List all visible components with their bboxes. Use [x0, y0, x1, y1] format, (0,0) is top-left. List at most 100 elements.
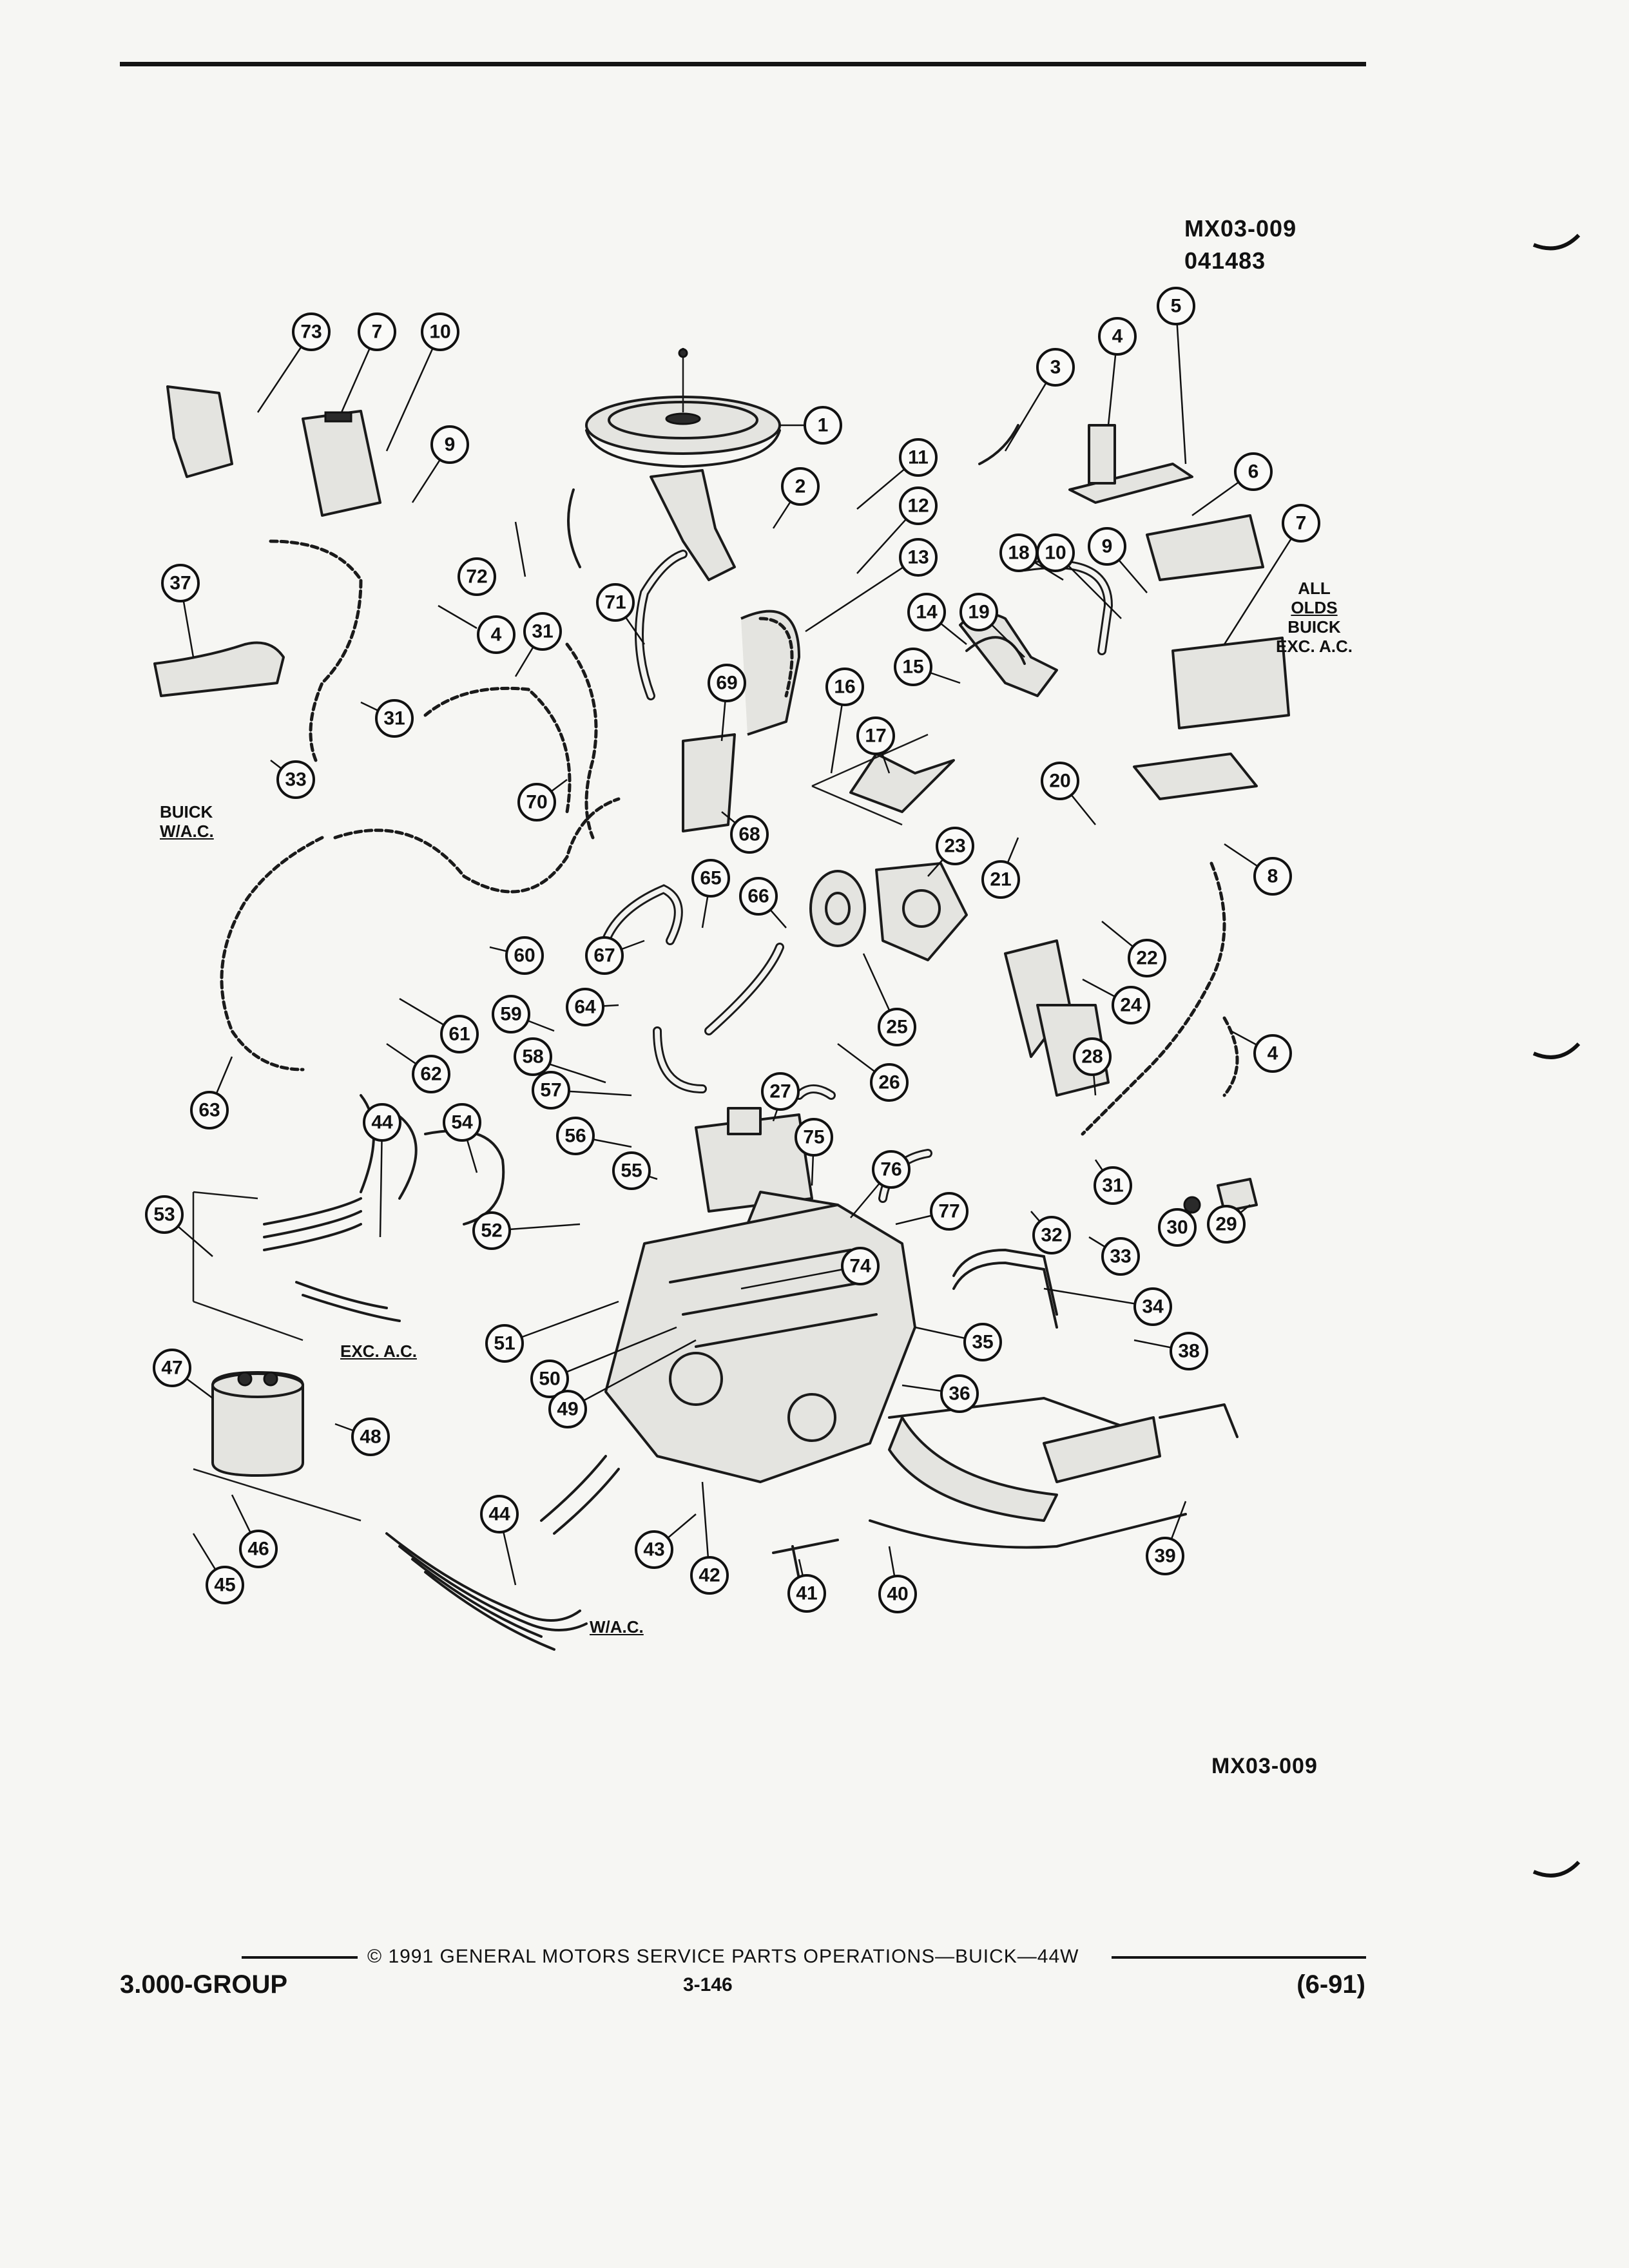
callout-44: 44	[363, 1103, 401, 1142]
wiring-harness	[220, 539, 621, 1072]
ecm-module-left	[166, 385, 381, 517]
callout-10: 10	[421, 312, 459, 351]
callout-70: 70	[517, 783, 556, 822]
svg-text:69: 69	[716, 673, 737, 694]
svg-text:26: 26	[878, 1072, 900, 1093]
svg-text:49: 49	[557, 1399, 578, 1420]
label-wac: W/A.C.	[590, 1617, 644, 1637]
svg-text:50: 50	[539, 1369, 560, 1390]
svg-text:7: 7	[1296, 513, 1307, 534]
callout-68: 68	[730, 815, 769, 854]
distributor-and-pulley	[809, 862, 968, 961]
svg-text:19: 19	[968, 602, 989, 623]
callout-10: 10	[1036, 533, 1075, 572]
svg-text:28: 28	[1081, 1046, 1103, 1068]
callout-31: 31	[1094, 1166, 1132, 1205]
svg-text:38: 38	[1178, 1341, 1199, 1362]
callout-61: 61	[440, 1015, 479, 1053]
svg-text:68: 68	[738, 824, 760, 845]
svg-text:31: 31	[383, 708, 405, 729]
callout-64: 64	[566, 988, 604, 1026]
svg-text:13: 13	[907, 547, 929, 568]
svg-text:15: 15	[902, 657, 923, 678]
label-buick-wac: BUICK W/A.C.	[160, 802, 214, 841]
svg-text:64: 64	[574, 997, 596, 1018]
svg-text:70: 70	[526, 792, 547, 813]
callout-19: 19	[959, 593, 998, 631]
callout-12: 12	[899, 486, 938, 525]
svg-text:77: 77	[938, 1201, 959, 1222]
svg-text:42: 42	[699, 1565, 720, 1586]
svg-text:76: 76	[880, 1159, 901, 1180]
callout-50: 50	[530, 1360, 569, 1398]
callout-28: 28	[1073, 1037, 1112, 1076]
svg-text:48: 48	[360, 1427, 381, 1448]
svg-text:31: 31	[1102, 1175, 1123, 1196]
svg-text:53: 53	[153, 1204, 175, 1225]
callout-37: 37	[161, 564, 200, 602]
spark-plug-wires-wac	[385, 1455, 620, 1651]
callout-58: 58	[514, 1037, 552, 1076]
sensors-right	[1183, 1178, 1258, 1214]
callout-31: 31	[523, 612, 562, 651]
svg-text:51: 51	[494, 1333, 515, 1354]
callout-39: 39	[1146, 1537, 1184, 1575]
margin-mark	[1532, 233, 1581, 251]
callout-41: 41	[787, 1574, 826, 1613]
callout-15: 15	[894, 648, 932, 686]
svg-text:46: 46	[247, 1539, 269, 1560]
callout-7: 7	[1282, 504, 1320, 543]
callout-4: 4	[1098, 317, 1137, 356]
callout-66: 66	[739, 877, 778, 916]
svg-text:18: 18	[1008, 543, 1029, 564]
callout-60: 60	[505, 936, 544, 975]
svg-text:44: 44	[488, 1504, 510, 1525]
callout-49: 49	[548, 1390, 587, 1428]
svg-text:73: 73	[300, 322, 322, 343]
margin-mark	[1532, 1042, 1581, 1059]
callout-76: 76	[872, 1150, 911, 1189]
svg-text:7: 7	[372, 322, 383, 343]
callout-62: 62	[412, 1055, 450, 1093]
callout-45: 45	[206, 1566, 244, 1604]
svg-text:35: 35	[972, 1332, 993, 1353]
callout-23: 23	[936, 827, 974, 865]
callout-9: 9	[1088, 527, 1126, 566]
top-rule	[120, 62, 1366, 66]
callout-34: 34	[1133, 1287, 1172, 1326]
ducts	[635, 550, 800, 832]
callout-18: 18	[999, 533, 1038, 572]
footer-page-number: 3-146	[683, 1974, 733, 1995]
svg-text:22: 22	[1136, 948, 1157, 969]
svg-text:67: 67	[593, 945, 615, 966]
callout-14: 14	[907, 593, 946, 631]
callout-52: 52	[472, 1211, 511, 1250]
callout-24: 24	[1112, 986, 1150, 1024]
callout-4: 4	[477, 615, 516, 654]
svg-text:34: 34	[1142, 1296, 1164, 1318]
svg-text:25: 25	[886, 1017, 907, 1038]
illustration-number: 041483	[1184, 247, 1266, 274]
callout-27: 27	[761, 1072, 800, 1111]
callout-21: 21	[981, 860, 1020, 899]
footer-rule-left	[242, 1956, 358, 1959]
callout-42: 42	[690, 1556, 729, 1595]
svg-text:36: 36	[949, 1383, 970, 1405]
svg-text:33: 33	[1110, 1246, 1131, 1267]
svg-text:54: 54	[451, 1112, 473, 1133]
svg-text:71: 71	[604, 592, 626, 613]
callout-26: 26	[870, 1063, 909, 1102]
callout-54: 54	[443, 1103, 481, 1142]
svg-text:27: 27	[769, 1081, 791, 1102]
svg-text:61: 61	[448, 1024, 470, 1045]
svg-text:55: 55	[621, 1160, 642, 1182]
callout-57: 57	[532, 1071, 570, 1110]
margin-mark	[1532, 1860, 1581, 1878]
svg-text:44: 44	[371, 1112, 393, 1133]
svg-text:39: 39	[1154, 1546, 1175, 1567]
svg-text:62: 62	[420, 1064, 441, 1085]
svg-text:75: 75	[803, 1127, 824, 1148]
callout-20: 20	[1041, 762, 1079, 800]
footer-group: 3.000-GROUP	[120, 1970, 288, 1999]
